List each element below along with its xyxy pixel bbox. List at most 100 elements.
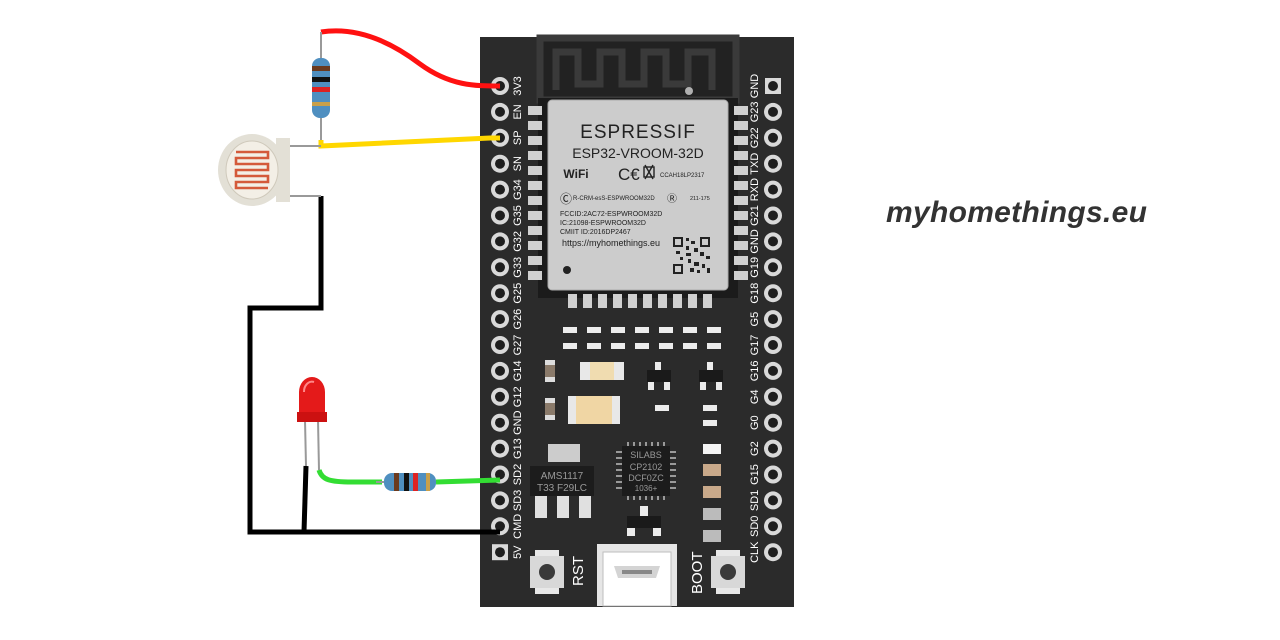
module-fcc: FCCID:2AC72-ESPWROOM32D — [560, 211, 662, 218]
pin-label: G2 — [749, 441, 761, 456]
pin-hole — [495, 469, 505, 480]
pin-label: SD3 — [512, 490, 524, 511]
pin-hole — [495, 340, 505, 350]
pin-label: G35 — [512, 205, 524, 226]
voltage-regulator: AMS1117 T33 F29LC — [530, 466, 594, 518]
pin-label: TXD — [749, 153, 761, 175]
pin-label: CMD — [512, 514, 524, 539]
pin-hole — [495, 365, 505, 376]
pin-label: CLK — [749, 541, 761, 563]
module-brand: ESPRESSIF — [580, 122, 696, 143]
module-rcm: R-CRM-esS-ESPWROOM32D — [573, 196, 655, 202]
module-ic: IC:21098-ESPWROOM32D — [560, 220, 646, 227]
rst-button[interactable] — [530, 550, 564, 594]
pin-label: G16 — [749, 361, 761, 382]
wire-signal — [318, 135, 500, 149]
pin-hole — [768, 443, 778, 454]
pin-label: G34 — [512, 179, 524, 200]
pin-hole — [768, 132, 778, 143]
regulator-label-2: T33 F29LC — [537, 483, 587, 494]
pin-label: G25 — [512, 283, 524, 304]
pin-hole — [495, 262, 505, 273]
wire-ground — [247, 196, 500, 535]
pin-label: EN — [512, 104, 524, 119]
pin-label: 3V3 — [512, 76, 524, 96]
pcb-antenna — [536, 34, 740, 104]
wire-led-to-resistor — [316, 469, 382, 485]
resistor-pullup — [312, 32, 330, 140]
pin-hole — [495, 106, 505, 117]
pin-label: G23 — [749, 102, 761, 123]
pin-hole — [768, 106, 778, 117]
pin-label: G27 — [512, 335, 524, 356]
wire-resistor-to-sd2 — [435, 477, 501, 485]
pin-label: G17 — [749, 335, 761, 356]
pin-label: G26 — [512, 309, 524, 330]
pin-label: SP — [512, 130, 524, 145]
pin-hole — [768, 391, 778, 402]
module-model: ESP32-VROOM-32D — [572, 145, 703, 161]
pin-label: G12 — [512, 386, 524, 407]
pin-hole — [768, 417, 778, 428]
pin-hole — [495, 314, 505, 325]
pin-hole — [495, 288, 505, 299]
pin-hole — [495, 417, 505, 428]
telec-mark: Ⓡ — [667, 193, 677, 205]
pin-hole — [768, 288, 778, 299]
pin-label: G21 — [749, 205, 761, 226]
module-id-code: 211-175 — [690, 196, 710, 202]
usb-chip-label-3: DCF0ZC — [628, 473, 664, 483]
ce-mark: C€ — [618, 165, 640, 184]
pin-hole — [495, 391, 505, 402]
usb-chip-label-4: 1036+ — [635, 484, 658, 493]
rcm-mark: Ⓒ — [560, 192, 572, 206]
pin-label: SN — [512, 156, 524, 171]
pin-hole — [768, 184, 778, 195]
pin-label: G4 — [749, 389, 761, 404]
pin-hole — [495, 495, 505, 506]
module-ccah: CCAH18LP2317 — [660, 173, 705, 179]
pin-hole — [768, 262, 778, 273]
pin-hole — [768, 521, 778, 532]
module-url: https://myhomethings.eu — [562, 238, 660, 248]
pin-label: RXD — [749, 178, 761, 201]
pin-hole — [495, 158, 505, 169]
usb-connector[interactable] — [597, 544, 677, 607]
pin-hole — [495, 443, 505, 454]
pin-label: G14 — [512, 361, 524, 382]
resistor-led — [376, 473, 436, 491]
pin-hole — [768, 236, 778, 247]
pin-hole — [768, 547, 778, 558]
module-dot — [685, 87, 693, 95]
pin-label: G18 — [749, 283, 761, 304]
pin-label: G33 — [512, 257, 524, 278]
qr-code — [672, 236, 712, 276]
pin-hole — [768, 469, 778, 480]
pin-hole — [768, 210, 778, 221]
pin-label: G13 — [512, 438, 524, 459]
pin-label: SD2 — [512, 464, 524, 485]
pin-label: GND — [749, 74, 761, 99]
pin-hole — [768, 158, 778, 169]
boot-button[interactable] — [711, 550, 745, 594]
esp32-module: ESPRESSIF ESP32-VROOM-32D WiFi C€ CCAH18… — [528, 87, 748, 308]
pin-label: GND — [749, 229, 761, 254]
usb-uart-chip: SILABS CP2102 DCF0ZC 1036+ — [616, 442, 676, 500]
pin-label: GND — [512, 410, 524, 435]
wire-led-cathode — [301, 465, 309, 533]
pin-hole — [495, 184, 505, 195]
module-pin1-dot — [563, 266, 571, 274]
pin-hole — [768, 340, 778, 350]
pin-label: G5 — [749, 312, 761, 327]
usb-chip-label-2: CP2102 — [630, 462, 663, 472]
pin-hole — [768, 314, 778, 325]
pin-hole — [768, 365, 778, 376]
smd-components — [545, 327, 723, 542]
usb-chip-label-1: SILABS — [630, 450, 662, 460]
wire-3v3 — [320, 28, 501, 89]
wifi-logo: WiFi — [563, 167, 588, 181]
weee-icon — [643, 164, 655, 180]
pin-label: 5V — [512, 545, 524, 559]
site-label: myhomethings.eu — [886, 196, 1148, 229]
pin-hole — [495, 210, 505, 221]
